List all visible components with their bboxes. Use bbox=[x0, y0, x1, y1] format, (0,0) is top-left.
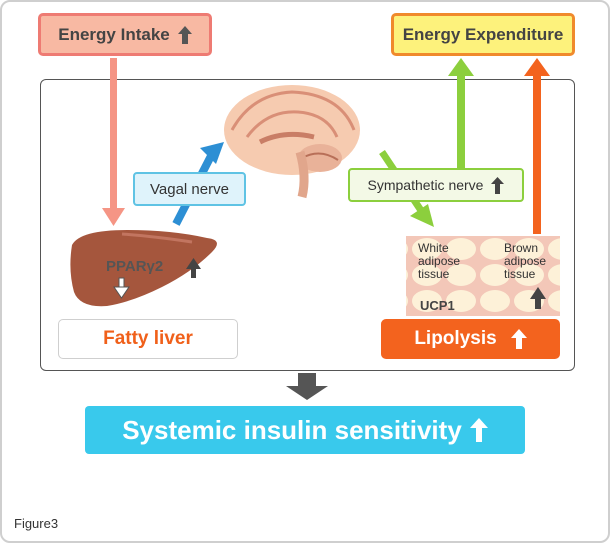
white-adipose-line-1: White bbox=[418, 241, 449, 255]
fatty-liver-label: Fatty liver bbox=[103, 328, 193, 349]
liver-icon bbox=[70, 230, 217, 307]
systemic-insulin-sensitivity-label: Systemic insulin sensitivity bbox=[122, 414, 462, 445]
white-adipose-line-3: tissue bbox=[418, 267, 450, 281]
up-arrow-icon bbox=[491, 176, 505, 194]
sympathetic-nerve-label: Sympathetic nerve bbox=[367, 177, 484, 193]
ucp1-up-arrow-icon bbox=[530, 287, 546, 309]
white-adipose-label: White adipose tissue bbox=[418, 242, 460, 281]
brown-adipose-label: Brown adipose tissue bbox=[504, 242, 546, 281]
up-arrow-icon bbox=[177, 25, 192, 44]
systemic-down-arrow bbox=[286, 373, 328, 400]
ucp1-label: UCP1 bbox=[420, 298, 455, 313]
lipolysis-label: Lipolysis bbox=[414, 328, 497, 349]
systemic-insulin-sensitivity-box: Systemic insulin sensitivity bbox=[85, 406, 525, 454]
energy-intake-box: Energy Intake bbox=[38, 13, 212, 56]
white-adipose-line-2: adipose bbox=[418, 254, 461, 268]
lipolysis-up-arrow bbox=[524, 58, 550, 234]
brown-adipose-line-1: Brown bbox=[504, 241, 539, 255]
ppar-gamma2-label: PPARγ2 bbox=[106, 258, 164, 275]
vagal-nerve-label: Vagal nerve bbox=[150, 180, 229, 198]
brown-adipose-line-2: adipose bbox=[504, 254, 547, 268]
vagal-nerve-box: Vagal nerve bbox=[133, 172, 246, 206]
up-arrow-icon bbox=[510, 329, 527, 349]
energy-intake-label: Energy Intake bbox=[58, 24, 170, 44]
brown-adipose-line-3: tissue bbox=[504, 267, 536, 281]
energy-expenditure-box: Energy Expenditure bbox=[391, 13, 575, 56]
ppar-up-arrow-icon bbox=[186, 258, 201, 278]
sympathetic-up-arrow bbox=[448, 58, 474, 170]
ppar-down-arrow-icon bbox=[113, 277, 130, 299]
up-arrow-icon bbox=[469, 418, 488, 442]
adipose-tissue-icon bbox=[406, 236, 560, 316]
sympathetic-nerve-box: Sympathetic nerve bbox=[348, 168, 524, 202]
body-panel bbox=[40, 79, 575, 371]
fatty-liver-box: Fatty liver bbox=[58, 319, 238, 359]
brain-icon bbox=[224, 85, 360, 199]
energy-expenditure-label: Energy Expenditure bbox=[402, 24, 564, 44]
intake-arrow bbox=[102, 58, 125, 226]
lipolysis-box: Lipolysis bbox=[381, 319, 560, 359]
figure-caption: Figure3 bbox=[14, 516, 59, 531]
